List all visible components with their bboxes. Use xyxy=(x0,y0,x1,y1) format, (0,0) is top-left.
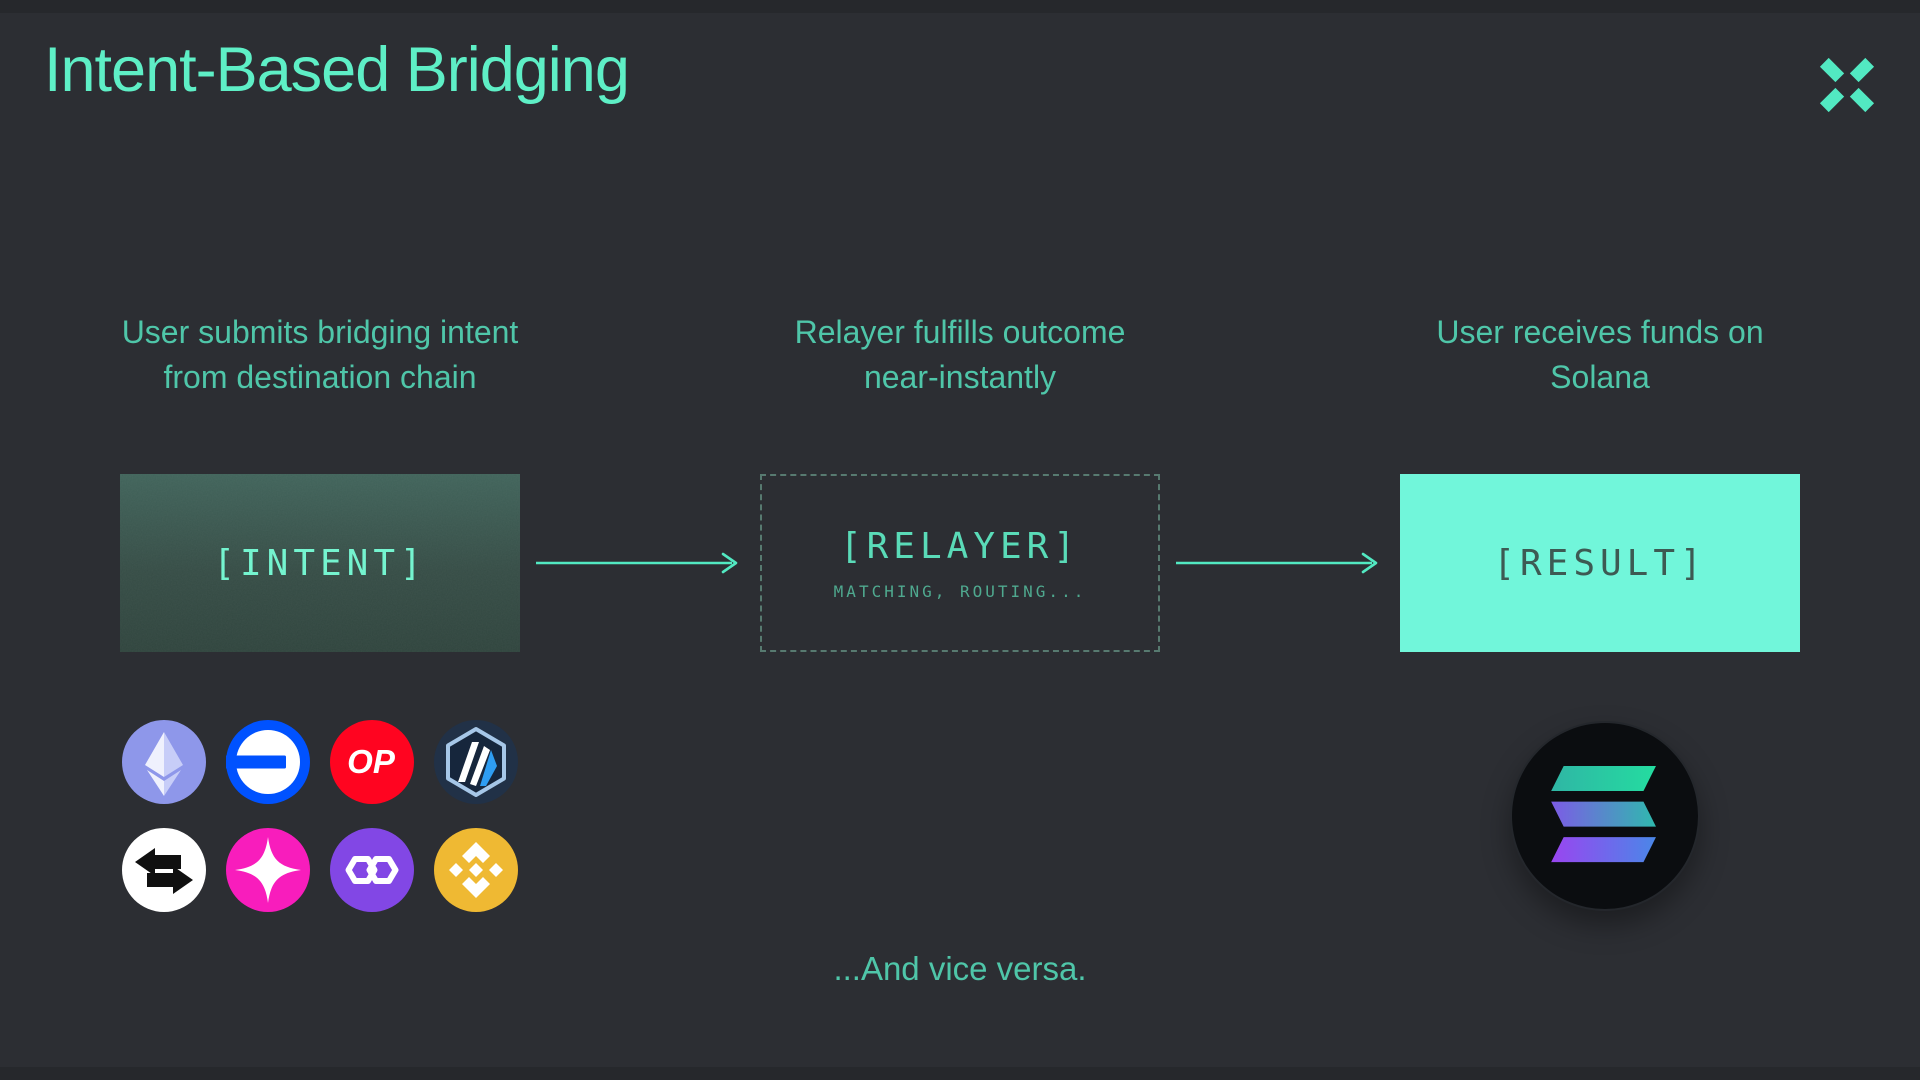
step3-heading-line2: Solana xyxy=(1550,359,1650,396)
intent-box-label: [INTENT] xyxy=(213,542,427,584)
step2-heading: Relayer fulfills outcome near-instantly xyxy=(700,310,1220,401)
result-box: [RESULT] xyxy=(1400,474,1800,652)
ethereum-icon xyxy=(122,720,206,804)
step1-heading-line1: User submits bridging intent xyxy=(121,314,519,350)
bnb-icon xyxy=(434,828,518,912)
swap-arrows-icon xyxy=(122,828,206,912)
step3-heading: User receives funds on Solana xyxy=(1340,310,1860,401)
step2-heading-line1: Relayer fulfills outcome xyxy=(794,314,1126,350)
source-chains-grid: OP xyxy=(122,720,518,912)
step1-heading-line2: from destination chain xyxy=(163,359,477,396)
bottom-edge-strip xyxy=(0,1067,1920,1080)
unichain-icon xyxy=(226,828,310,912)
slide-title: Intent-Based Bridging xyxy=(44,35,630,105)
base-icon xyxy=(226,720,310,804)
debridge-x-icon xyxy=(1814,52,1880,118)
arbitrum-icon xyxy=(434,720,518,804)
intent-box: [INTENT] xyxy=(120,474,520,652)
arrow-intent-to-relayer xyxy=(534,550,748,576)
footer-note: ...And vice versa. xyxy=(833,950,1087,987)
optimism-icon: OP xyxy=(330,720,414,804)
polygon-icon xyxy=(330,828,414,912)
arrow-relayer-to-result xyxy=(1174,550,1388,576)
top-edge-strip xyxy=(0,0,1920,13)
step2-heading-line2: near-instantly xyxy=(863,359,1057,396)
step3-heading-line1: User receives funds on xyxy=(1436,314,1764,350)
optimism-label: OP xyxy=(347,743,395,780)
result-box-label: [RESULT] xyxy=(1493,542,1707,584)
step1-heading: User submits bridging intent from destin… xyxy=(60,310,580,401)
solana-icon xyxy=(1510,721,1700,911)
relayer-box-label: [RELAYER] xyxy=(839,525,1081,567)
relayer-box-sublabel: MATCHING, ROUTING... xyxy=(833,581,1087,601)
relayer-box: [RELAYER] MATCHING, ROUTING... xyxy=(760,474,1160,652)
